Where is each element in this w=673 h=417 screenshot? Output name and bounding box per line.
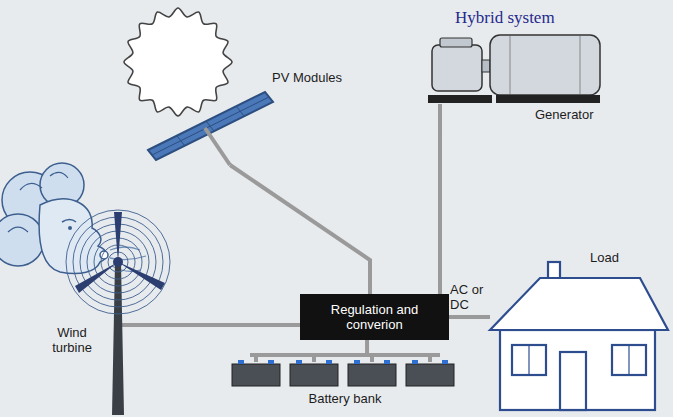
sun — [124, 8, 232, 116]
generator — [482, 60, 490, 72]
battery — [406, 364, 454, 386]
generator — [432, 45, 482, 91]
house — [490, 278, 668, 330]
wire — [205, 128, 230, 165]
generator: Generator — [425, 25, 610, 135]
title: Hybrid system — [455, 8, 555, 28]
component-label: Wind turbine — [40, 325, 104, 355]
sun — [124, 8, 232, 116]
generator — [580, 36, 581, 94]
battery-terminal — [326, 360, 332, 364]
wire — [370, 355, 374, 362]
battery — [232, 364, 280, 386]
wire-label: AC or DC — [450, 282, 490, 312]
pv-panel — [148, 92, 273, 160]
pv-panel — [148, 92, 273, 160]
component-label: Battery bank — [225, 391, 465, 406]
generator — [490, 35, 600, 95]
battery-terminal — [354, 360, 360, 364]
battery — [290, 364, 338, 386]
wind-face — [62, 220, 76, 223]
battery-terminal — [238, 360, 244, 364]
wind-face — [68, 226, 72, 230]
wire — [230, 165, 370, 294]
wind-turbine — [113, 257, 123, 267]
generator — [440, 38, 472, 47]
generator — [428, 95, 492, 103]
battery-terminal — [238, 360, 448, 364]
house — [512, 345, 546, 375]
wire — [428, 355, 432, 362]
house — [528, 345, 529, 375]
wire — [365, 340, 369, 355]
house — [490, 262, 668, 410]
wind-turbine — [75, 262, 118, 293]
house — [628, 345, 629, 375]
generator — [428, 35, 600, 103]
wire — [438, 135, 442, 294]
wire — [250, 353, 440, 357]
battery-terminal — [384, 360, 390, 364]
battery — [232, 360, 454, 386]
wire — [190, 323, 300, 327]
battery-terminal — [296, 360, 302, 364]
battery-terminal — [268, 360, 274, 364]
pv-modules: PV Modules — [140, 60, 355, 165]
box-text: Regulation and converion — [300, 302, 449, 332]
rotor-rings — [66, 210, 170, 314]
component-label: PV Modules — [272, 70, 342, 85]
wind-turbine — [114, 212, 122, 262]
battery — [348, 364, 396, 386]
process-box: Regulation and converion — [300, 294, 449, 340]
component-label: Load — [590, 250, 619, 265]
wind-turbine — [66, 210, 170, 415]
wire — [438, 104, 442, 135]
wind-turbine — [118, 262, 165, 290]
battery-terminal — [442, 360, 448, 364]
wire — [449, 315, 490, 319]
rotor-rings — [66, 210, 170, 314]
generator — [510, 36, 511, 94]
generator — [496, 95, 600, 103]
wind-turbine — [112, 262, 124, 415]
wind-turbine: Wind turbine — [40, 200, 190, 415]
house — [560, 352, 586, 410]
wind-face — [0, 214, 44, 266]
load-house: Load — [490, 248, 670, 413]
battery-terminal — [412, 360, 418, 364]
house — [500, 330, 655, 410]
wire — [254, 355, 258, 362]
component-label: Generator — [535, 107, 594, 122]
wind-face — [8, 172, 68, 232]
wire — [118, 323, 190, 327]
house — [612, 345, 646, 375]
pv-panel — [152, 97, 269, 155]
wire — [312, 355, 316, 362]
battery-bank: Battery bank — [225, 355, 467, 415]
